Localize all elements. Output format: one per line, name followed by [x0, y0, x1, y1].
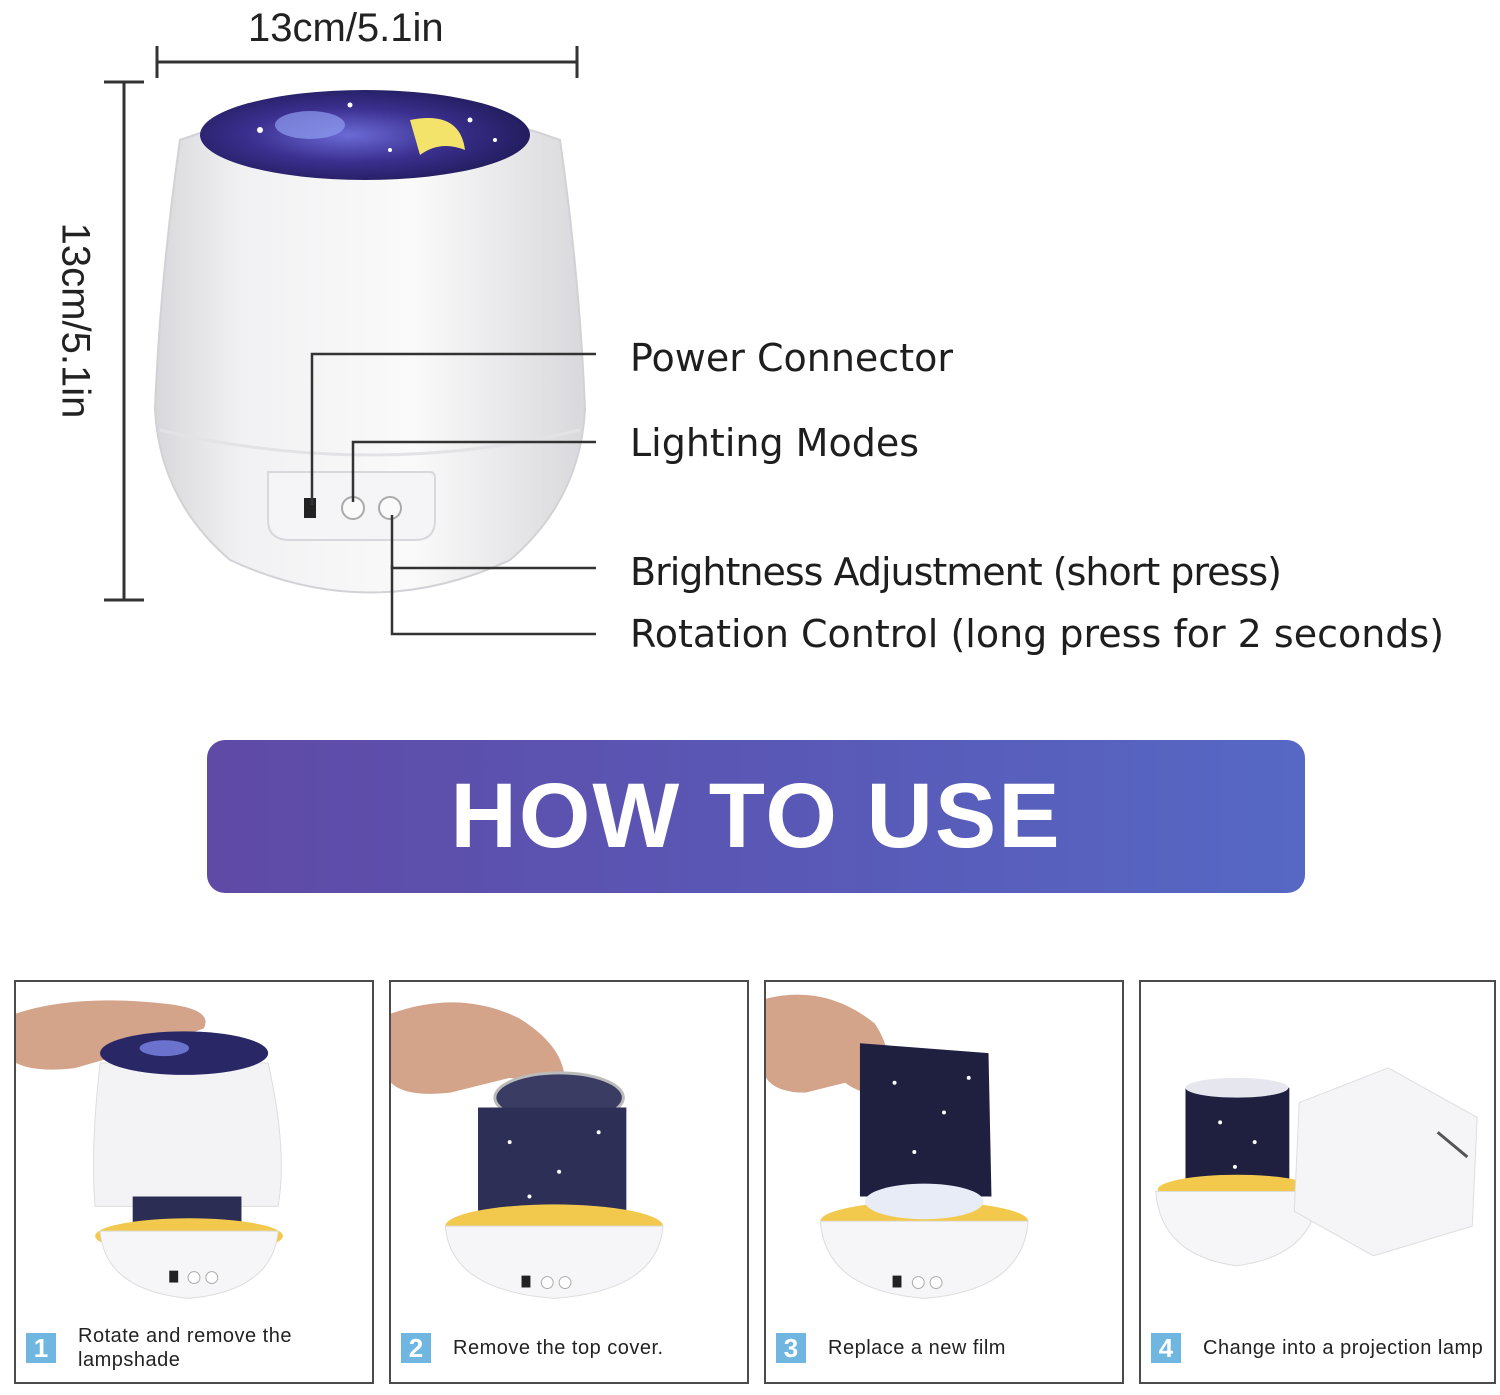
- step-1-photo: [16, 1000, 283, 1299]
- step-2-number: 2: [401, 1333, 431, 1363]
- step-3-caption: 3 Replace a new film: [776, 1322, 1116, 1374]
- step-4-photo: [1155, 1067, 1478, 1267]
- width-dimension-label: 13cm/5.1in: [248, 6, 444, 50]
- step-3-number: 3: [776, 1333, 806, 1363]
- callout-brightness-adjustment: Brightness Adjustment (short press): [630, 550, 1282, 594]
- step-2-caption: 2 Remove the top cover.: [401, 1322, 741, 1374]
- callout-lighting-modes: Lighting Modes: [630, 421, 920, 465]
- step-2-text: Remove the top cover.: [453, 1337, 664, 1359]
- callout-lines: [310, 352, 596, 636]
- step-card-1: 1 Rotate and remove the lampshade: [14, 980, 374, 1384]
- step-1-number: 1: [26, 1333, 56, 1363]
- banner-title: HOW TO USE: [450, 765, 1062, 867]
- step-4-number: 4: [1151, 1333, 1181, 1363]
- step-card-3: 3 Replace a new film: [764, 980, 1124, 1384]
- step-1-caption: 1 Rotate and remove the lampshade: [26, 1322, 366, 1374]
- step-4-text: Change into a projection lamp: [1203, 1337, 1484, 1359]
- step-1-text: Rotate and remove the lampshade: [78, 1325, 292, 1371]
- step-3-text: Replace a new film: [828, 1337, 1006, 1359]
- step-card-4: 4 Change into a projection lamp: [1139, 980, 1496, 1384]
- step-2-photo: [391, 1002, 664, 1299]
- step-card-2: 2 Remove the top cover.: [389, 980, 749, 1384]
- step-4-caption: 4 Change into a projection lamp: [1151, 1322, 1488, 1374]
- step-3-photo: [766, 994, 1029, 1299]
- how-to-use-banner: HOW TO USE: [207, 740, 1305, 893]
- dimension-lines: [104, 46, 579, 602]
- callout-rotation-control: Rotation Control (long press for 2 secon…: [630, 612, 1445, 656]
- callout-power-connector: Power Connector: [630, 336, 953, 380]
